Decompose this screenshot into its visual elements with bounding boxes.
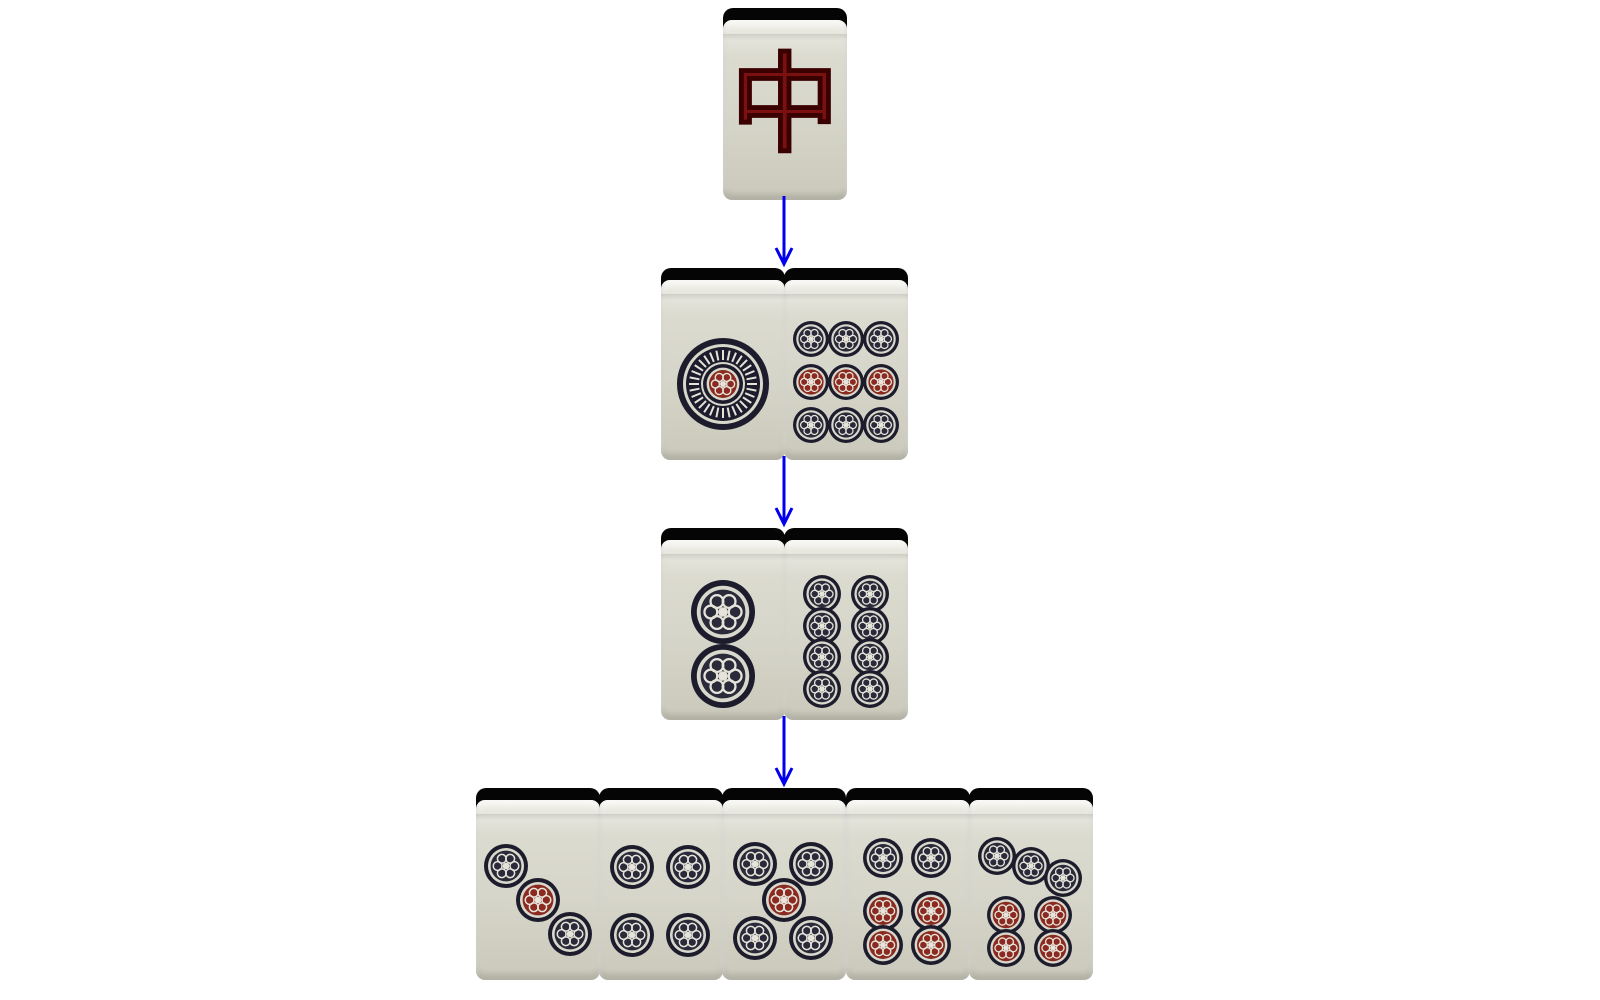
arrowhead-icon bbox=[774, 507, 794, 528]
tile-3-circles bbox=[476, 788, 600, 980]
arrowhead-icon bbox=[774, 247, 794, 268]
dark-circle-pip bbox=[803, 575, 841, 613]
red-circle-pip bbox=[793, 364, 829, 400]
tile-face bbox=[723, 20, 847, 200]
tile-2-circles bbox=[661, 528, 785, 720]
tile-red-dragon: 中 bbox=[723, 8, 847, 200]
red-dragon-glyph-icon: 中 bbox=[730, 41, 840, 169]
dark-circle-pip bbox=[803, 638, 841, 676]
dark-circle-pip bbox=[484, 844, 528, 888]
dark-circle-pip bbox=[803, 607, 841, 645]
dark-circle-pip bbox=[863, 838, 903, 878]
dark-circle-pip bbox=[803, 670, 841, 708]
dark-circle-pip bbox=[863, 407, 899, 443]
tile-1-circles bbox=[661, 268, 785, 460]
tile-4-circles bbox=[599, 788, 723, 980]
dark-circle-pip bbox=[691, 580, 755, 644]
dark-circle-pip bbox=[851, 638, 889, 676]
three-circles-icon bbox=[484, 844, 592, 956]
dark-circle-pip bbox=[911, 838, 951, 878]
dark-circle-pip bbox=[828, 407, 864, 443]
dark-circle-pip bbox=[733, 842, 777, 886]
dark-circle-pip bbox=[666, 913, 710, 957]
dark-circle-pip bbox=[1012, 847, 1050, 885]
seven-circles-icon bbox=[978, 837, 1082, 967]
dark-circle-pip bbox=[548, 912, 592, 956]
dark-circle-pip bbox=[851, 607, 889, 645]
five-circles-icon bbox=[733, 842, 833, 960]
nine-circles-icon bbox=[793, 321, 899, 443]
dark-circle-pip bbox=[828, 321, 864, 357]
tile-5-circles bbox=[722, 788, 846, 980]
red-circle-pip bbox=[863, 364, 899, 400]
red-circle-pip bbox=[911, 925, 951, 965]
dark-circle-pip bbox=[610, 845, 654, 889]
one-circle-icon bbox=[677, 338, 769, 430]
dark-circle-pip bbox=[789, 916, 833, 960]
dark-circle-pip bbox=[851, 575, 889, 613]
red-circle-pip bbox=[516, 878, 560, 922]
tile-6-circles bbox=[846, 788, 970, 980]
red-circle-pip bbox=[828, 364, 864, 400]
dark-circle-pip bbox=[851, 670, 889, 708]
dark-circle-pip bbox=[1044, 859, 1082, 897]
dark-circle-pip bbox=[666, 845, 710, 889]
red-dragon-character: 中 bbox=[731, 42, 839, 168]
red-circle-pip bbox=[1034, 896, 1072, 934]
tile-9-circles bbox=[784, 268, 908, 460]
red-circle-pip bbox=[762, 878, 806, 922]
dark-circle-pip bbox=[863, 321, 899, 357]
red-circle-pip bbox=[863, 891, 903, 931]
dark-circle-pip bbox=[978, 837, 1016, 875]
dark-circle-pip bbox=[733, 916, 777, 960]
tile-7-circles bbox=[969, 788, 1093, 980]
tile-8-circles bbox=[784, 528, 908, 720]
two-circles-icon bbox=[691, 580, 755, 708]
red-circle-pip bbox=[987, 929, 1025, 967]
dark-circle-pip bbox=[793, 321, 829, 357]
dark-circle-pip bbox=[793, 407, 829, 443]
dark-circle-pip bbox=[691, 644, 755, 708]
arrowhead-icon bbox=[774, 767, 794, 788]
red-circle-pip bbox=[911, 891, 951, 931]
four-circles-icon bbox=[610, 845, 710, 957]
dark-circle-pip bbox=[610, 913, 654, 957]
red-circle-pip bbox=[863, 925, 903, 965]
red-circle-pip bbox=[987, 896, 1025, 934]
red-circle-pip bbox=[703, 364, 743, 404]
eight-circles-icon bbox=[803, 575, 889, 708]
dark-circle-pip bbox=[789, 842, 833, 886]
six-circles-icon bbox=[863, 838, 951, 965]
red-circle-pip bbox=[1034, 929, 1072, 967]
